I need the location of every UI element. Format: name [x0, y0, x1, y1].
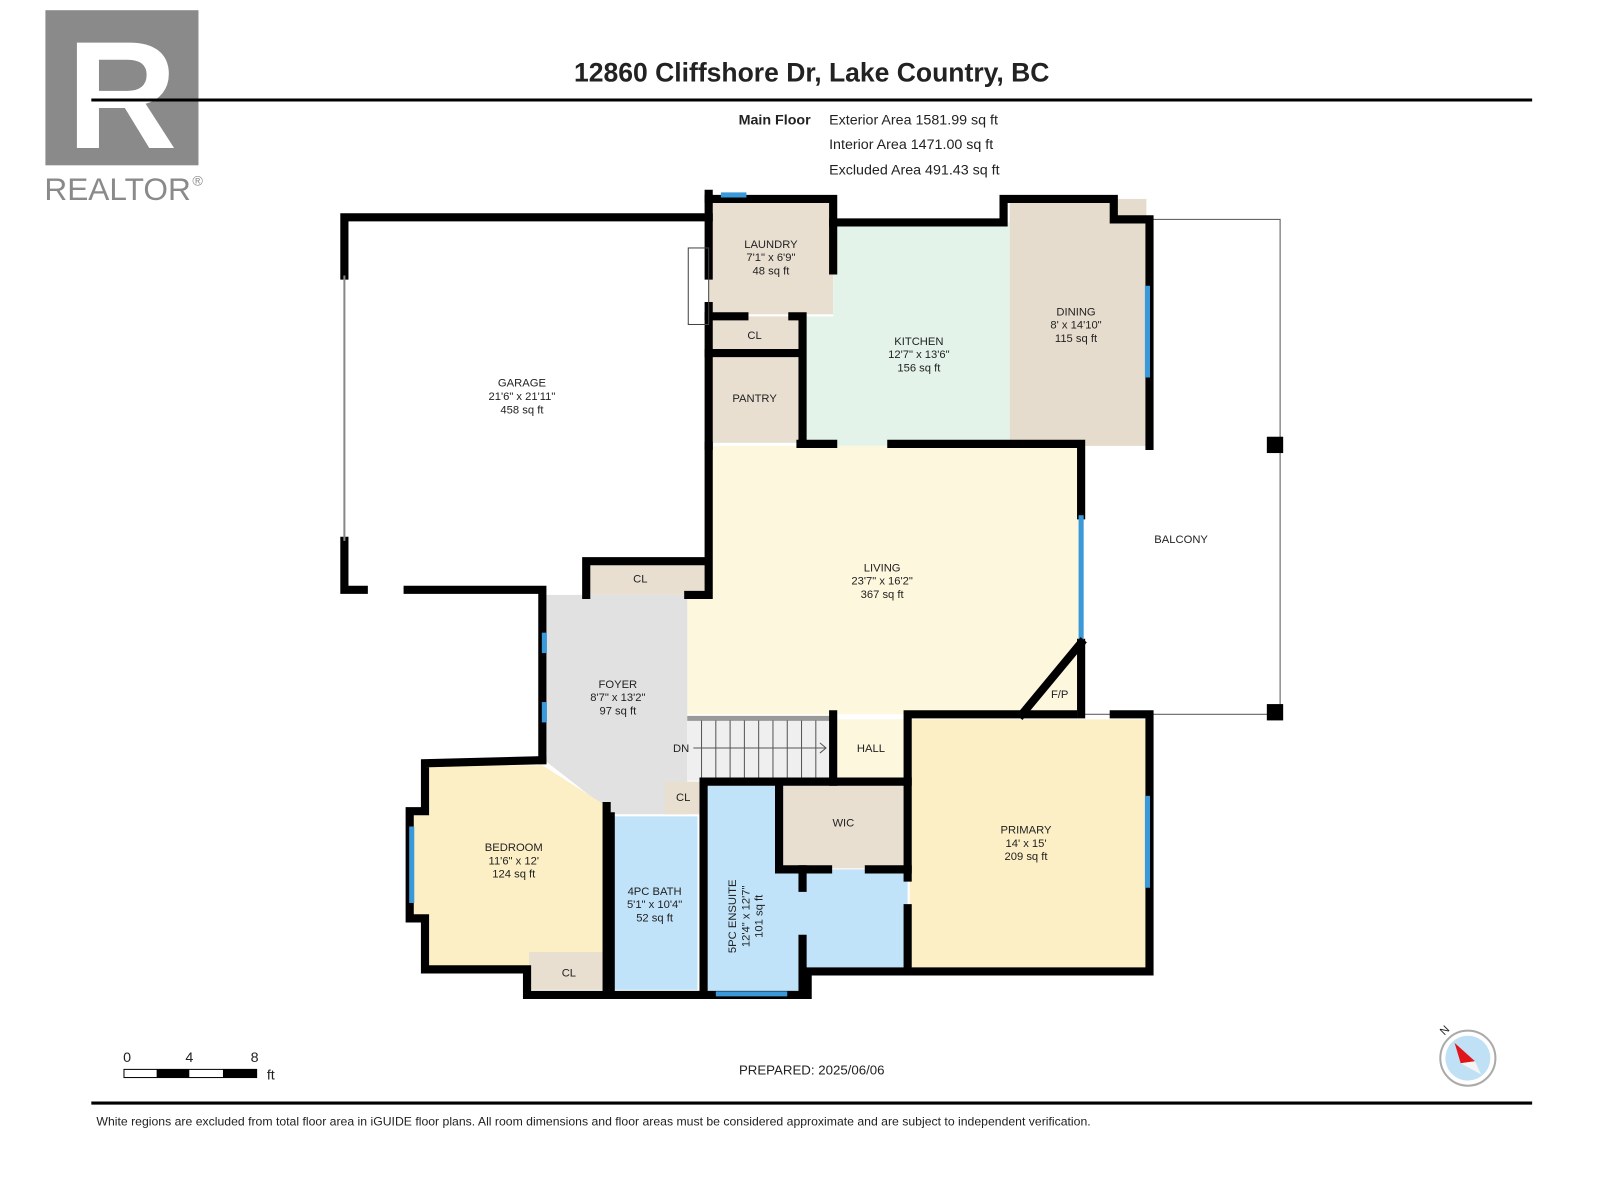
living-area [687, 445, 1082, 715]
svg-text:GARAGE: GARAGE [498, 378, 546, 390]
svg-text:DINING: DINING [1056, 306, 1095, 318]
wic-area [779, 781, 908, 869]
room-closet-foyer: CL [633, 574, 647, 586]
logo-text: REALTOR [44, 171, 190, 207]
svg-text:5'1" x 10'4": 5'1" x 10'4" [627, 899, 682, 911]
laundry-area [708, 198, 834, 315]
svg-text:14' x 15': 14' x 15' [1005, 838, 1046, 850]
svg-text:8'7" x 13'2": 8'7" x 13'2" [590, 692, 645, 704]
bedroom-area [409, 765, 607, 990]
svg-text:101 sq ft: 101 sq ft [754, 894, 766, 938]
room-fills [344, 198, 1281, 992]
foyer-area [544, 594, 688, 815]
closet-bedroom-area [529, 952, 607, 990]
svg-text:4: 4 [185, 1050, 193, 1066]
svg-text:12'7" x 13'6": 12'7" x 13'6" [888, 349, 950, 361]
svg-text:0: 0 [123, 1050, 131, 1066]
svg-text:21'6" x 21'11": 21'6" x 21'11" [488, 391, 555, 403]
svg-text:Excluded Area 491.43 sq ft: Excluded Area 491.43 sq ft [829, 162, 1000, 178]
svg-text:®: ® [192, 174, 203, 190]
closet-bath-area [664, 781, 700, 815]
svg-text:FOYER: FOYER [599, 679, 638, 691]
svg-text:12'4" x 12'7": 12'4" x 12'7" [740, 886, 752, 948]
room-wic: WIC [832, 818, 854, 830]
bath-area [610, 816, 698, 990]
svg-text:Interior Area 1471.00 sq ft: Interior Area 1471.00 sq ft [829, 137, 993, 153]
svg-text:115 sq ft: 115 sq ft [1055, 333, 1098, 345]
disclaimer: White regions are excluded from total fl… [96, 1115, 1090, 1129]
svg-text:156 sq ft: 156 sq ft [897, 362, 941, 374]
svg-text:R: R [67, 10, 178, 181]
room-balcony: BALCONY [1154, 534, 1208, 546]
walls [340, 189, 1284, 999]
pantry-area [708, 355, 801, 443]
garage-area [344, 217, 709, 590]
stairs-area [687, 719, 834, 781]
svg-text:23'7" x 16'2": 23'7" x 16'2" [851, 576, 913, 588]
kitchen-area [800, 222, 1010, 446]
svg-text:48 sq ft: 48 sq ft [753, 265, 791, 277]
prepared-date: PREPARED: 2025/06/06 [739, 1062, 885, 1077]
room-closet-bedroom: CL [562, 968, 576, 980]
hall-area [836, 719, 908, 781]
svg-text:4PC BATH: 4PC BATH [628, 886, 682, 898]
svg-text:11'6" x 12': 11'6" x 12' [489, 855, 539, 867]
svg-text:Main Floor: Main Floor [739, 112, 812, 128]
primary-area [909, 719, 1147, 970]
room-living: LIVING 23'7" x 16'2"367 sq ft [851, 562, 913, 601]
svg-text:KITCHEN: KITCHEN [894, 336, 943, 348]
stairs-label: DN [673, 743, 689, 755]
svg-text:N: N [1438, 1024, 1452, 1038]
svg-text:97 sq ft: 97 sq ft [599, 705, 637, 717]
svg-text:BEDROOM: BEDROOM [485, 842, 543, 854]
svg-text:Exterior Area 1581.99 sq ft: Exterior Area 1581.99 sq ft [829, 112, 998, 128]
floor-info: Main Floor Exterior Area 1581.99 sq ft I… [739, 112, 1000, 178]
stairs [687, 715, 834, 781]
svg-text:209 sq ft: 209 sq ft [1004, 851, 1048, 863]
svg-text:124 sq ft: 124 sq ft [492, 869, 536, 881]
room-closet-bath: CL [676, 792, 690, 804]
svg-text:458 sq ft: 458 sq ft [500, 404, 544, 416]
svg-text:52 sq ft: 52 sq ft [636, 912, 674, 924]
svg-text:LIVING: LIVING [864, 562, 901, 574]
svg-text:8: 8 [251, 1050, 259, 1066]
room-pantry: PANTRY [732, 393, 777, 405]
dining-area [1009, 198, 1147, 446]
scale-bar: 0 4 8 ft [123, 1050, 275, 1083]
closet-foyer-area [586, 561, 707, 595]
svg-text:367 sq ft: 367 sq ft [861, 589, 905, 601]
svg-text:7'1" x 6'9": 7'1" x 6'9" [746, 252, 795, 264]
room-hall: HALL [857, 743, 885, 755]
svg-text:LAUNDRY: LAUNDRY [744, 239, 798, 251]
svg-text:ft: ft [267, 1068, 275, 1084]
svg-text:5PC ENSUITE: 5PC ENSUITE [727, 880, 739, 954]
realtor-logo: R REALTOR ® [44, 10, 203, 207]
room-closet-laundry: CL [747, 330, 761, 342]
closet-laundry-area [708, 316, 799, 354]
room-dining: DINING 8' x 14'10"115 sq ft [1050, 306, 1101, 345]
page-title: 12860 Cliffshore Dr, Lake Country, BC [574, 58, 1049, 88]
room-fireplace: F/P [1051, 689, 1068, 701]
compass-icon: N [1438, 1024, 1497, 1087]
svg-text:8' x 14'10": 8' x 14'10" [1050, 320, 1101, 332]
svg-text:PRIMARY: PRIMARY [1001, 825, 1052, 837]
